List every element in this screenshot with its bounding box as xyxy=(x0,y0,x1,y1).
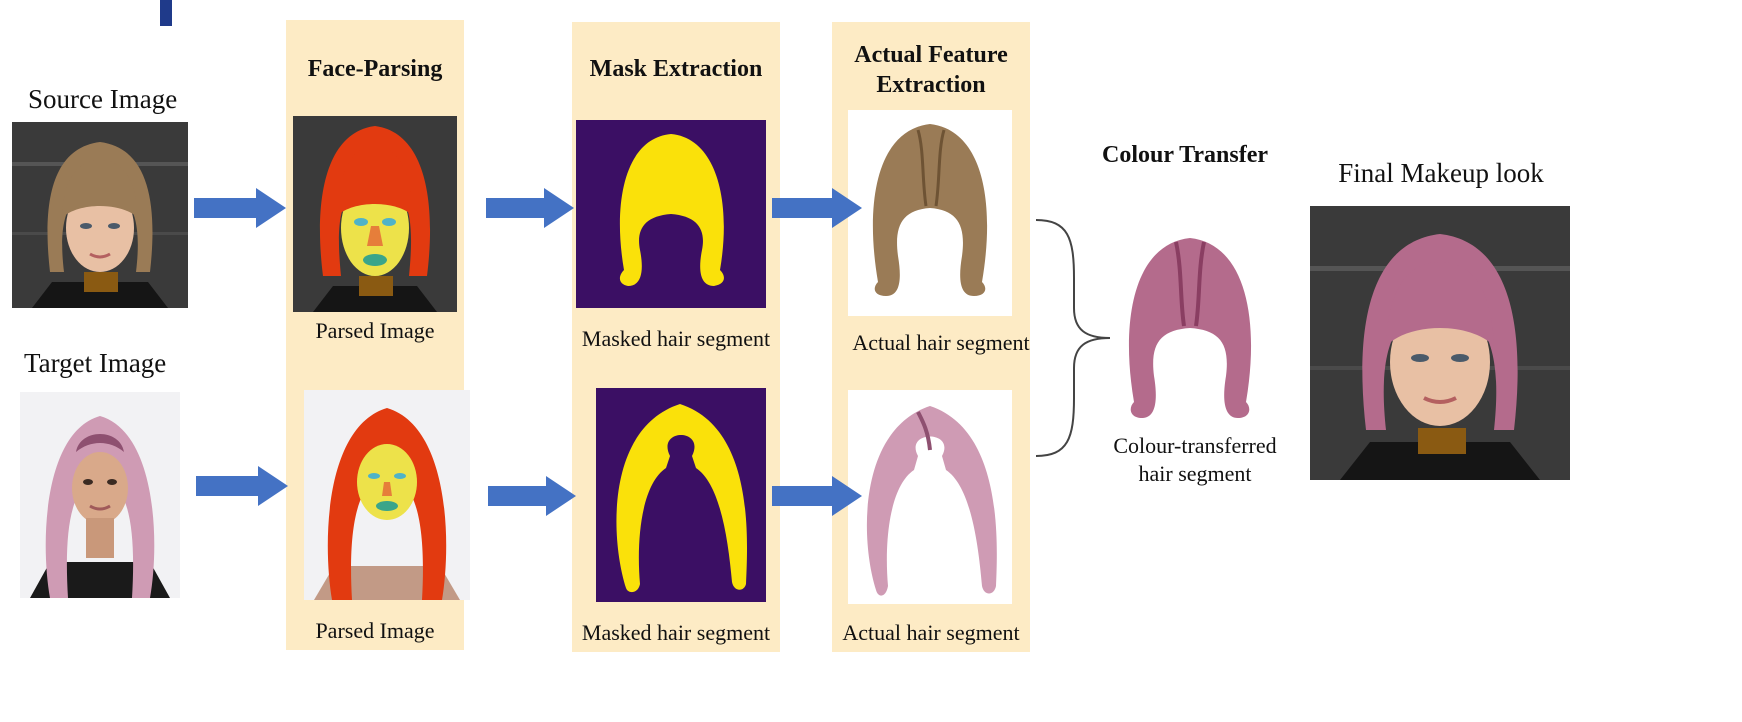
final-look-title: Final Makeup look xyxy=(1318,158,1564,189)
colour-transferred-caption-line1: Colour-transferred xyxy=(1090,432,1300,460)
feature-extraction-title: Actual Feature Extraction xyxy=(832,40,1030,100)
arrow-parsing-to-mask-top xyxy=(486,188,576,228)
source-image xyxy=(12,122,188,308)
arrow-mask-to-feature-bottom xyxy=(772,476,864,516)
merge-brace xyxy=(1034,218,1114,458)
actual-hair-bottom xyxy=(848,390,1012,604)
target-image xyxy=(20,392,180,598)
arrow-source-to-parsing xyxy=(194,188,288,228)
mask-extraction-title: Mask Extraction xyxy=(572,54,780,84)
feature-extraction-title-line2: Extraction xyxy=(832,70,1030,100)
parsed-image-caption-bottom: Parsed Image xyxy=(286,618,464,644)
final-makeup-image xyxy=(1310,206,1570,480)
parsed-source-image xyxy=(293,116,457,312)
masked-hair-caption-bottom: Masked hair segment xyxy=(572,620,780,646)
corner-accent-bar xyxy=(160,0,172,26)
colour-transfer-title: Colour Transfer xyxy=(1080,140,1290,170)
arrow-mask-to-feature-top xyxy=(772,188,864,228)
parsed-image-caption-top: Parsed Image xyxy=(286,318,464,344)
masked-hair-caption-top: Masked hair segment xyxy=(572,326,780,352)
target-image-label: Target Image xyxy=(24,348,166,379)
actual-hair-caption-bottom: Actual hair segment xyxy=(832,620,1030,646)
actual-hair-caption-top: Actual hair segment xyxy=(842,330,1040,356)
colour-transferred-hair xyxy=(1112,230,1268,424)
hair-mask-bottom xyxy=(596,388,766,602)
actual-hair-top xyxy=(848,110,1012,316)
colour-transferred-caption-line2: hair segment xyxy=(1090,460,1300,488)
feature-extraction-title-line1: Actual Feature xyxy=(832,40,1030,70)
colour-transferred-caption: Colour-transferred hair segment xyxy=(1090,432,1300,488)
arrow-parsing-to-mask-bottom xyxy=(488,476,578,516)
hair-mask-top xyxy=(576,120,766,308)
arrow-target-to-parsing xyxy=(196,466,290,506)
source-image-label: Source Image xyxy=(28,84,177,115)
parsed-target-image xyxy=(304,390,470,600)
face-parsing-title: Face-Parsing xyxy=(286,54,464,84)
